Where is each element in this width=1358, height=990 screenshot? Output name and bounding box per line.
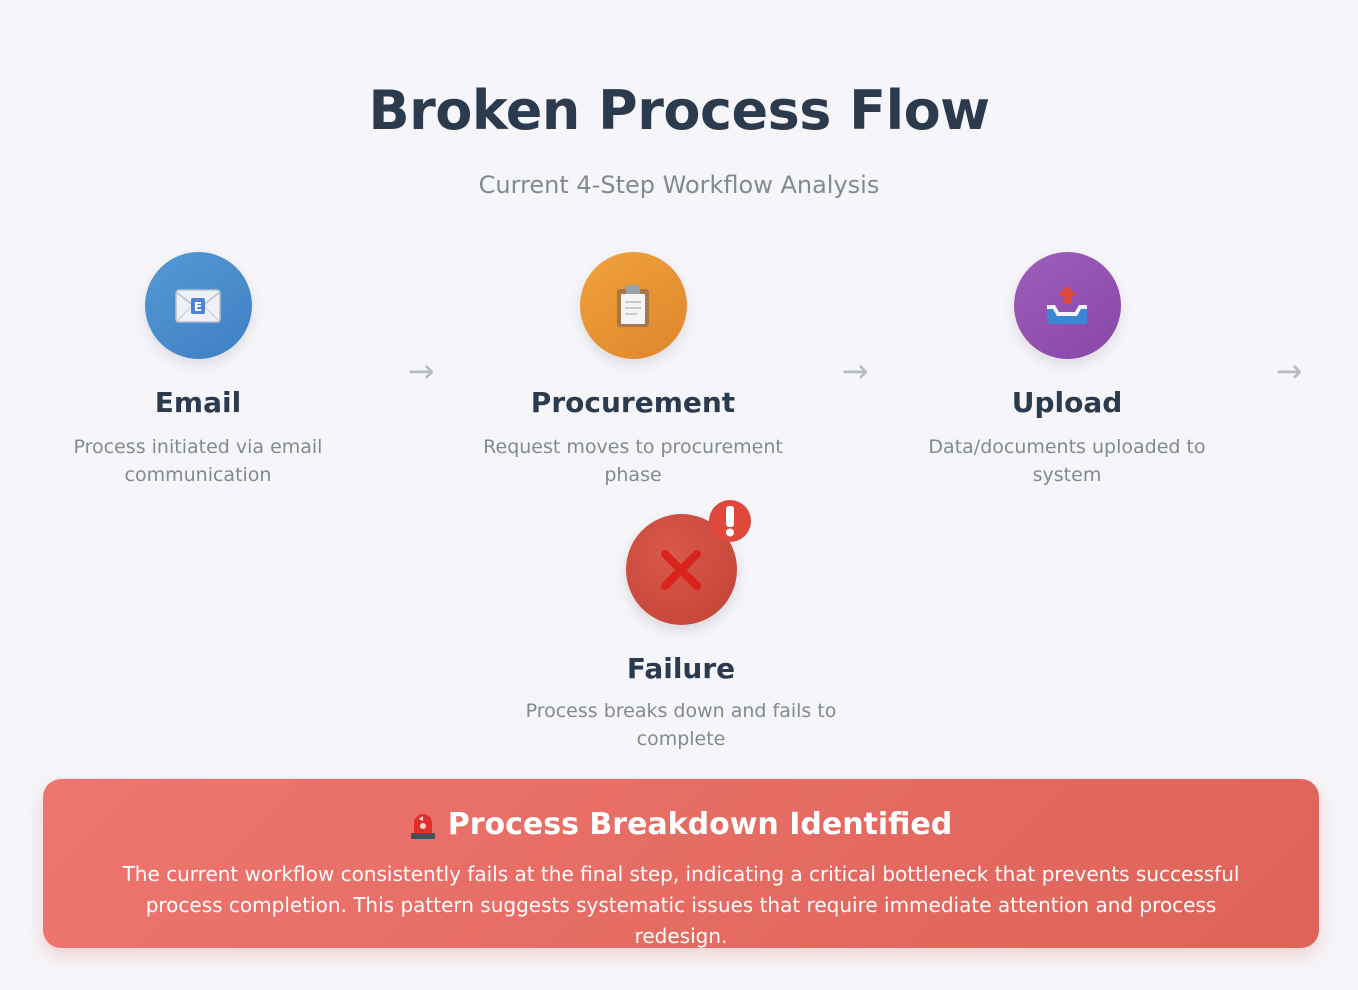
step-upload-circle (1013, 252, 1121, 359)
alert-heading: Process Breakdown Identified (43, 805, 1319, 845)
breakdown-alert: Process Breakdown Identified The current… (43, 779, 1319, 948)
page-subtitle: Current 4-Step Workflow Analysis (478, 171, 880, 199)
step-procurement: Procurement Request moves to procurement… (483, 252, 783, 489)
flow-arrow-3: → (1275, 352, 1303, 390)
outbox-tray-icon (1047, 285, 1087, 324)
svg-text:E: E (194, 300, 202, 314)
step-failure: Failure Process breaks down and fails to… (481, 500, 881, 753)
step-procurement-description: Request moves to procurement phase (483, 436, 783, 486)
step-failure-name: Failure (626, 652, 736, 685)
clipboard-icon (617, 284, 649, 327)
step-upload: Upload Data/documents uploaded to system (917, 252, 1217, 489)
cross-mark-icon (661, 549, 701, 590)
envelope-icon: E (175, 288, 221, 323)
rotating-light-icon (410, 814, 435, 839)
step-procurement-circle (579, 252, 687, 359)
step-failure-circle (625, 500, 751, 625)
flow-arrow-2: → (841, 352, 869, 390)
step-upload-name: Upload (1011, 386, 1123, 419)
step-procurement-name: Procurement (530, 386, 736, 419)
step-email-description: Process initiated via email communicatio… (73, 436, 323, 486)
alert-title: Process Breakdown Identified (447, 807, 953, 842)
alert-body: The current workflow consistently fails … (122, 862, 1240, 948)
step-failure-description: Process breaks down and fails to complet… (525, 700, 837, 750)
failure-badge (708, 500, 751, 542)
flow-arrow-1: → (407, 352, 435, 390)
page-title: Broken Process Flow (368, 79, 990, 142)
step-email: E Email Process initiated via email comm… (48, 252, 348, 489)
step-email-circle: E (144, 252, 252, 359)
exclamation-icon (725, 506, 734, 537)
step-email-name: Email (154, 386, 242, 419)
step-upload-description: Data/documents uploaded to system (928, 436, 1206, 486)
